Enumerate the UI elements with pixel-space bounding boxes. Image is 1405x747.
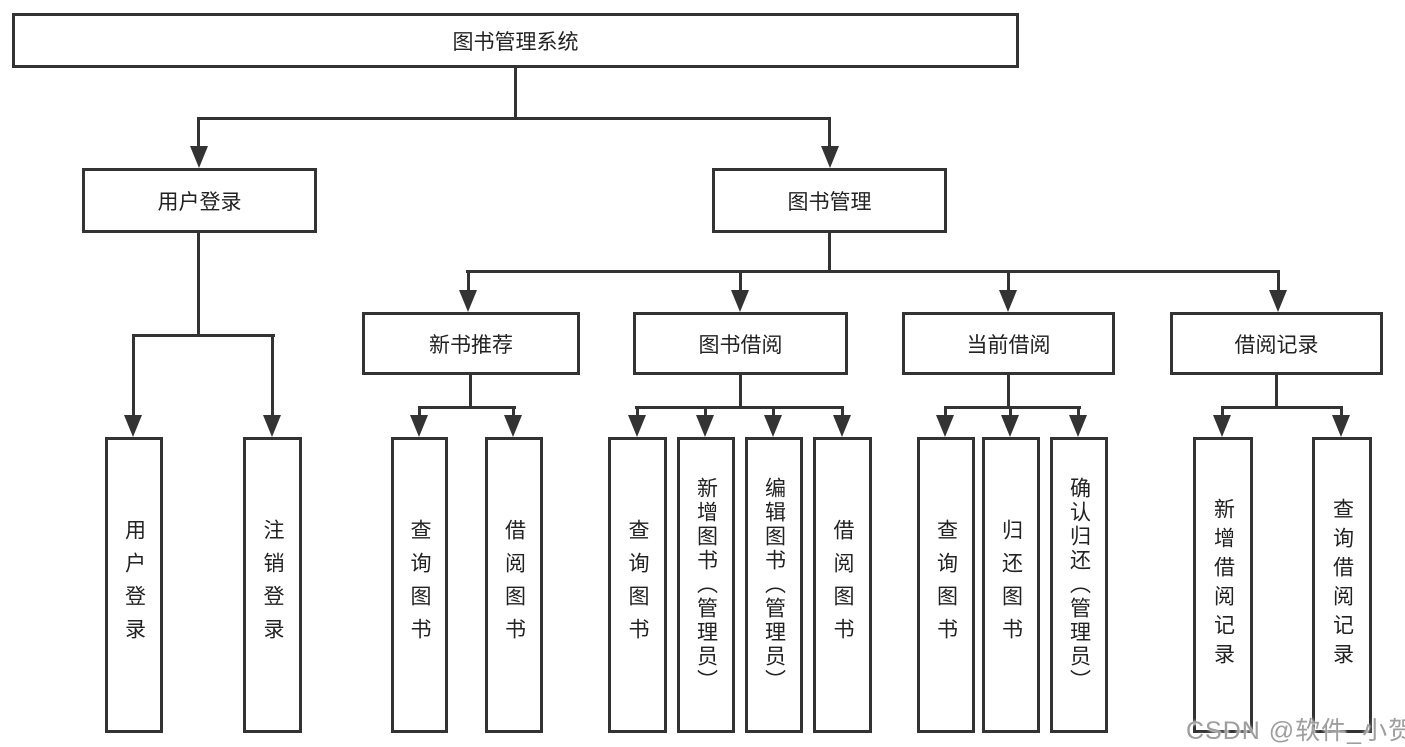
- leaf-records-query-record-label: 查询借阅记录: [1330, 498, 1354, 672]
- arrowhead-user-login: [190, 146, 208, 168]
- leaf-recommend-query-books: 查询图书: [391, 437, 448, 733]
- leaf-borrowing-add-books-admin-label: 新增图书（管理员）: [694, 477, 718, 693]
- connector-to-rec-borrow: [512, 406, 515, 418]
- node-book-borrowing: 图书借阅: [633, 312, 848, 375]
- connector-to-user-login: [197, 117, 200, 149]
- node-current-borrowing: 当前借阅: [902, 312, 1115, 375]
- node-borrowing-records-label: 借阅记录: [1234, 333, 1319, 357]
- node-book-management-label: 图书管理: [787, 190, 872, 214]
- leaf-current-return-books: 归还图书: [982, 437, 1040, 733]
- leaf-current-return-books-label: 归还图书: [999, 519, 1023, 651]
- arrowhead-leaf-logout: [263, 415, 281, 437]
- connector-current-rail: [944, 406, 1081, 409]
- arrowhead-rec-query: [410, 415, 428, 437]
- connector-recommend-drop: [469, 375, 472, 408]
- connector-mgmt-drop: [828, 233, 831, 273]
- arrowhead-bor-edit: [764, 415, 782, 437]
- connector-to-bor-query: [636, 406, 639, 418]
- leaf-recommend-borrow-books: 借阅图书: [485, 437, 543, 733]
- connector-level2-rail: [197, 117, 831, 120]
- connector-to-current: [1007, 270, 1010, 292]
- leaf-records-add-record-label: 新增借阅记录: [1211, 498, 1235, 672]
- connector-to-recd-add: [1221, 406, 1224, 418]
- arrowhead-bor-borrow: [833, 415, 851, 437]
- leaf-logout: 注销登录: [243, 437, 302, 733]
- arrowhead-recommend: [459, 290, 477, 312]
- connector-to-borrowing: [739, 270, 742, 292]
- connector-borrowing-rail: [635, 406, 844, 409]
- leaf-borrowing-query-books: 查询图书: [608, 437, 667, 733]
- connector-to-bor-borrow: [841, 406, 844, 418]
- leaf-current-confirm-return-admin-label: 确认归还（管理员）: [1067, 477, 1091, 693]
- connector-records-rail: [1221, 406, 1343, 409]
- connector-recommend-rail: [418, 406, 516, 409]
- connector-to-book-management: [828, 117, 831, 149]
- connector-to-records: [1277, 270, 1280, 292]
- node-book-borrowing-label: 图书借阅: [698, 333, 783, 357]
- leaf-current-query-books: 查询图书: [917, 437, 975, 733]
- connector-records-drop: [1275, 375, 1278, 408]
- leaf-borrowing-query-books-label: 查询图书: [626, 519, 649, 651]
- leaf-current-query-books-label: 查询图书: [934, 519, 958, 651]
- arrowhead-bor-query: [628, 415, 646, 437]
- node-book-management: 图书管理: [712, 168, 947, 233]
- arrowhead-cur-return: [1001, 415, 1019, 437]
- arrowhead-borrowing: [731, 290, 749, 312]
- leaf-records-add-record: 新增借阅记录: [1193, 437, 1253, 733]
- connector-to-cur-query: [944, 406, 947, 418]
- connector-to-recd-query: [1340, 406, 1343, 418]
- leaf-recommend-borrow-books-label: 借阅图书: [502, 519, 526, 651]
- node-library-system-label: 图书管理系统: [452, 30, 579, 54]
- csdn-watermark: CSDN @软件_小贺同学: [1186, 717, 1405, 745]
- leaf-borrowing-borrow-books-label: 借阅图书: [831, 519, 854, 651]
- node-new-book-recommendation: 新书推荐: [362, 312, 580, 375]
- connector-to-bor-edit: [772, 406, 775, 418]
- leaf-current-confirm-return-admin: 确认归还（管理员）: [1050, 437, 1108, 733]
- arrowhead-rec-borrow: [504, 415, 522, 437]
- arrowhead-leaf-login: [124, 415, 142, 437]
- node-new-book-recommendation-label: 新书推荐: [429, 333, 513, 357]
- arrowhead-records: [1269, 290, 1287, 312]
- connector-borrowing-drop: [739, 375, 742, 408]
- node-user-login: 用户登录: [82, 168, 317, 233]
- leaf-borrowing-borrow-books: 借阅图书: [813, 437, 872, 733]
- arrowhead-cur-query: [936, 415, 954, 437]
- connector-to-rec-query: [418, 406, 421, 418]
- leaf-borrowing-edit-books-admin-label: 编辑图书（管理员）: [762, 477, 786, 693]
- connector-root-drop: [514, 68, 517, 118]
- leaf-user-login: 用户登录: [105, 437, 163, 733]
- connector-level3-rail: [466, 270, 1280, 273]
- arrowhead-bor-add: [696, 415, 714, 437]
- node-borrowing-records: 借阅记录: [1170, 312, 1383, 375]
- node-user-login-label: 用户登录: [157, 190, 242, 214]
- connector-to-recommend: [467, 270, 470, 292]
- arrowhead-recd-add: [1213, 415, 1231, 437]
- leaf-logout-label: 注销登录: [261, 519, 284, 651]
- leaf-user-login-label: 用户登录: [122, 519, 146, 651]
- arrowhead-recd-query: [1332, 415, 1350, 437]
- leaf-recommend-query-books-label: 查询图书: [408, 519, 431, 651]
- node-current-borrowing-label: 当前借阅: [966, 333, 1051, 357]
- leaf-records-query-record: 查询借阅记录: [1312, 437, 1372, 733]
- connector-to-bor-add: [704, 406, 707, 418]
- arrowhead-cur-confirm: [1069, 415, 1087, 437]
- arrowhead-book-management: [821, 146, 839, 168]
- connector-user-rail: [133, 334, 275, 337]
- connector-current-drop: [1007, 375, 1010, 408]
- node-library-system: 图书管理系统: [12, 13, 1019, 68]
- arrowhead-current: [999, 290, 1017, 312]
- connector-to-cur-confirm: [1077, 406, 1080, 418]
- connector-to-cur-return: [1009, 406, 1012, 418]
- connector-to-leaf-login: [132, 334, 135, 417]
- connector-user-drop: [197, 233, 200, 336]
- leaf-borrowing-add-books-admin: 新增图书（管理员）: [677, 437, 735, 733]
- leaf-borrowing-edit-books-admin: 编辑图书（管理员）: [745, 437, 803, 733]
- connector-to-leaf-logout: [271, 334, 274, 417]
